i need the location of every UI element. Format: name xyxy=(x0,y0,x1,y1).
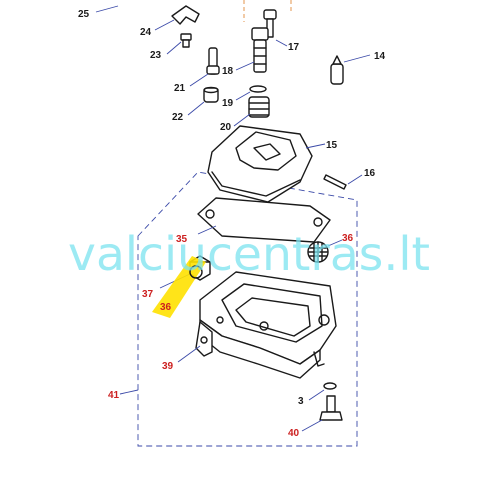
part-16-pin xyxy=(323,174,363,190)
callout-3: 3 xyxy=(298,396,304,407)
part-36-mesh-filter xyxy=(307,239,343,263)
part-39-float-bowl xyxy=(177,271,337,379)
callout-16: 16 xyxy=(364,168,376,179)
callout-40: 40 xyxy=(288,428,300,439)
callout-23: 23 xyxy=(150,50,162,61)
callout-labels: 25 24 23 17 18 14 21 19 22 20 15 16 35 3… xyxy=(78,9,386,439)
callout-22: 22 xyxy=(172,112,184,123)
part-14-float-valve xyxy=(330,54,371,85)
part-22-screw xyxy=(187,86,219,116)
callout-25: 25 xyxy=(78,9,90,20)
callout-17: 17 xyxy=(288,42,300,53)
part-15-float xyxy=(207,125,326,203)
part-23-screw xyxy=(166,33,192,55)
callout-19: 19 xyxy=(222,98,234,109)
yellow-highlight xyxy=(152,256,206,318)
part-40-drain-screw xyxy=(301,395,343,432)
part-25-clip xyxy=(95,5,119,13)
top-guide-lines xyxy=(243,0,292,22)
part-24-bracket xyxy=(154,5,200,31)
part-21-pin xyxy=(189,47,220,87)
callout-41: 41 xyxy=(108,390,120,401)
callout-37: 37 xyxy=(142,289,154,300)
callout-35: 35 xyxy=(176,234,188,245)
part-18-needle-valve xyxy=(235,27,269,73)
callout-21: 21 xyxy=(174,83,186,94)
callout-18: 18 xyxy=(222,66,234,77)
callout-20: 20 xyxy=(220,122,232,133)
part-35-gasket xyxy=(197,197,331,243)
callout-39: 39 xyxy=(162,361,174,372)
callout-15: 15 xyxy=(326,140,338,151)
callout-36-washer: 36 xyxy=(160,302,172,313)
callout-36-filter: 36 xyxy=(342,233,354,244)
callout-24: 24 xyxy=(140,27,152,38)
leader-41 xyxy=(119,389,139,395)
part-19-o-ring xyxy=(235,85,267,101)
assembly-boundary xyxy=(137,171,358,447)
callout-14: 14 xyxy=(374,51,386,62)
watermark-text: valciucentras.lt xyxy=(68,227,430,281)
part-3-washer xyxy=(308,382,337,401)
part-20-spring xyxy=(233,96,270,127)
highlight-part-36 xyxy=(152,256,206,318)
